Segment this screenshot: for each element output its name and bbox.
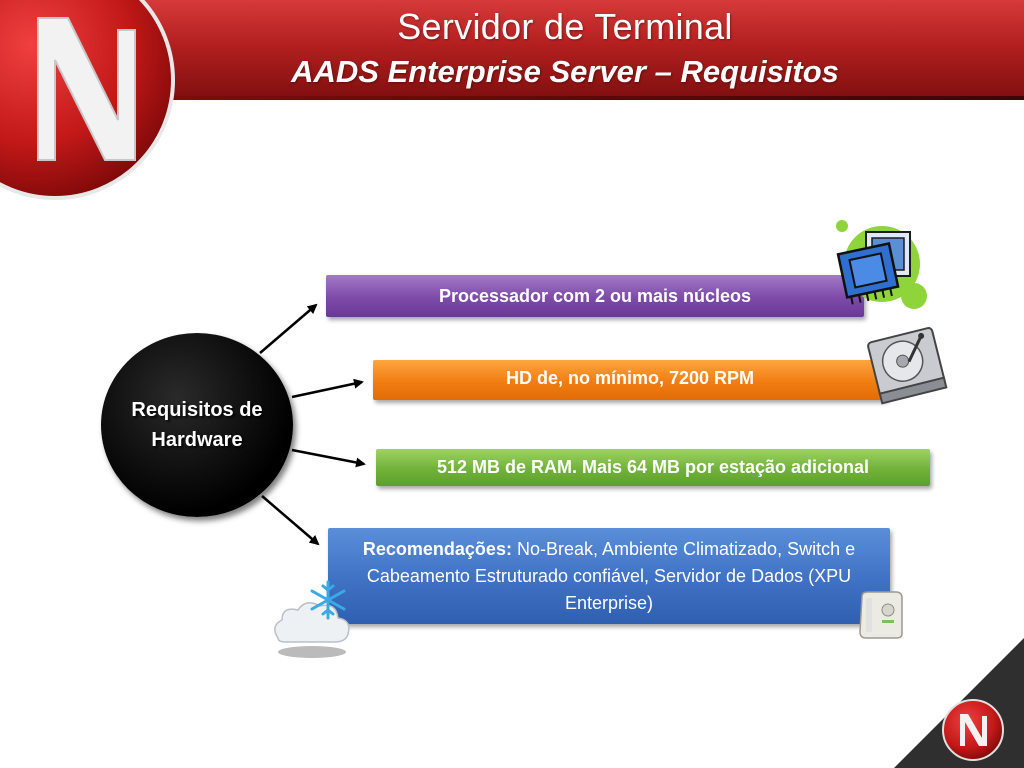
requirement-text: HD de, no mínimo, 7200 RPM <box>505 368 755 388</box>
requirement-box-ram: 512 MB de RAM. Mais 64 MB por estação ad… <box>376 449 930 486</box>
page-title: Servidor de Terminal <box>397 6 733 47</box>
cpu-chip-icon <box>836 220 927 309</box>
requirement-text: Processador com 2 ou mais núcleos <box>438 285 752 306</box>
requirement-box-cpu: Processador com 2 ou mais núcleos <box>326 275 864 317</box>
arrow-to-ram <box>291 448 366 468</box>
requirement-text: 512 MB de RAM. Mais 64 MB por estação ad… <box>436 457 870 477</box>
arrow-to-cpu <box>259 303 318 354</box>
corner-n-logo-icon <box>894 638 1024 768</box>
arrow-to-hd <box>291 378 364 399</box>
snowflake-cloud-icon <box>274 580 350 658</box>
hub-label: Requisitos de Hardware <box>131 399 263 451</box>
n-logo-icon <box>0 0 175 200</box>
recommendations-text: No-Break, Ambiente Climatizado, Switch e… <box>366 538 856 613</box>
hub-circle: Requisitos de Hardware <box>101 333 293 517</box>
recommendations-label: Recomendações: <box>362 538 512 559</box>
recommendations-content: Recomendações: No-Break, Ambiente Climat… <box>336 536 882 617</box>
requirement-box-hd: HD de, no mínimo, 7200 RPM <box>373 360 887 400</box>
hard-drive-icon <box>867 327 948 405</box>
arrow-to-recommendations <box>261 495 320 546</box>
nobreak-ups-icon <box>859 591 903 639</box>
page-subtitle: AADS Enterprise Server – Requisitos <box>291 54 839 89</box>
recommendations-box: Recomendações: No-Break, Ambiente Climat… <box>328 528 890 624</box>
